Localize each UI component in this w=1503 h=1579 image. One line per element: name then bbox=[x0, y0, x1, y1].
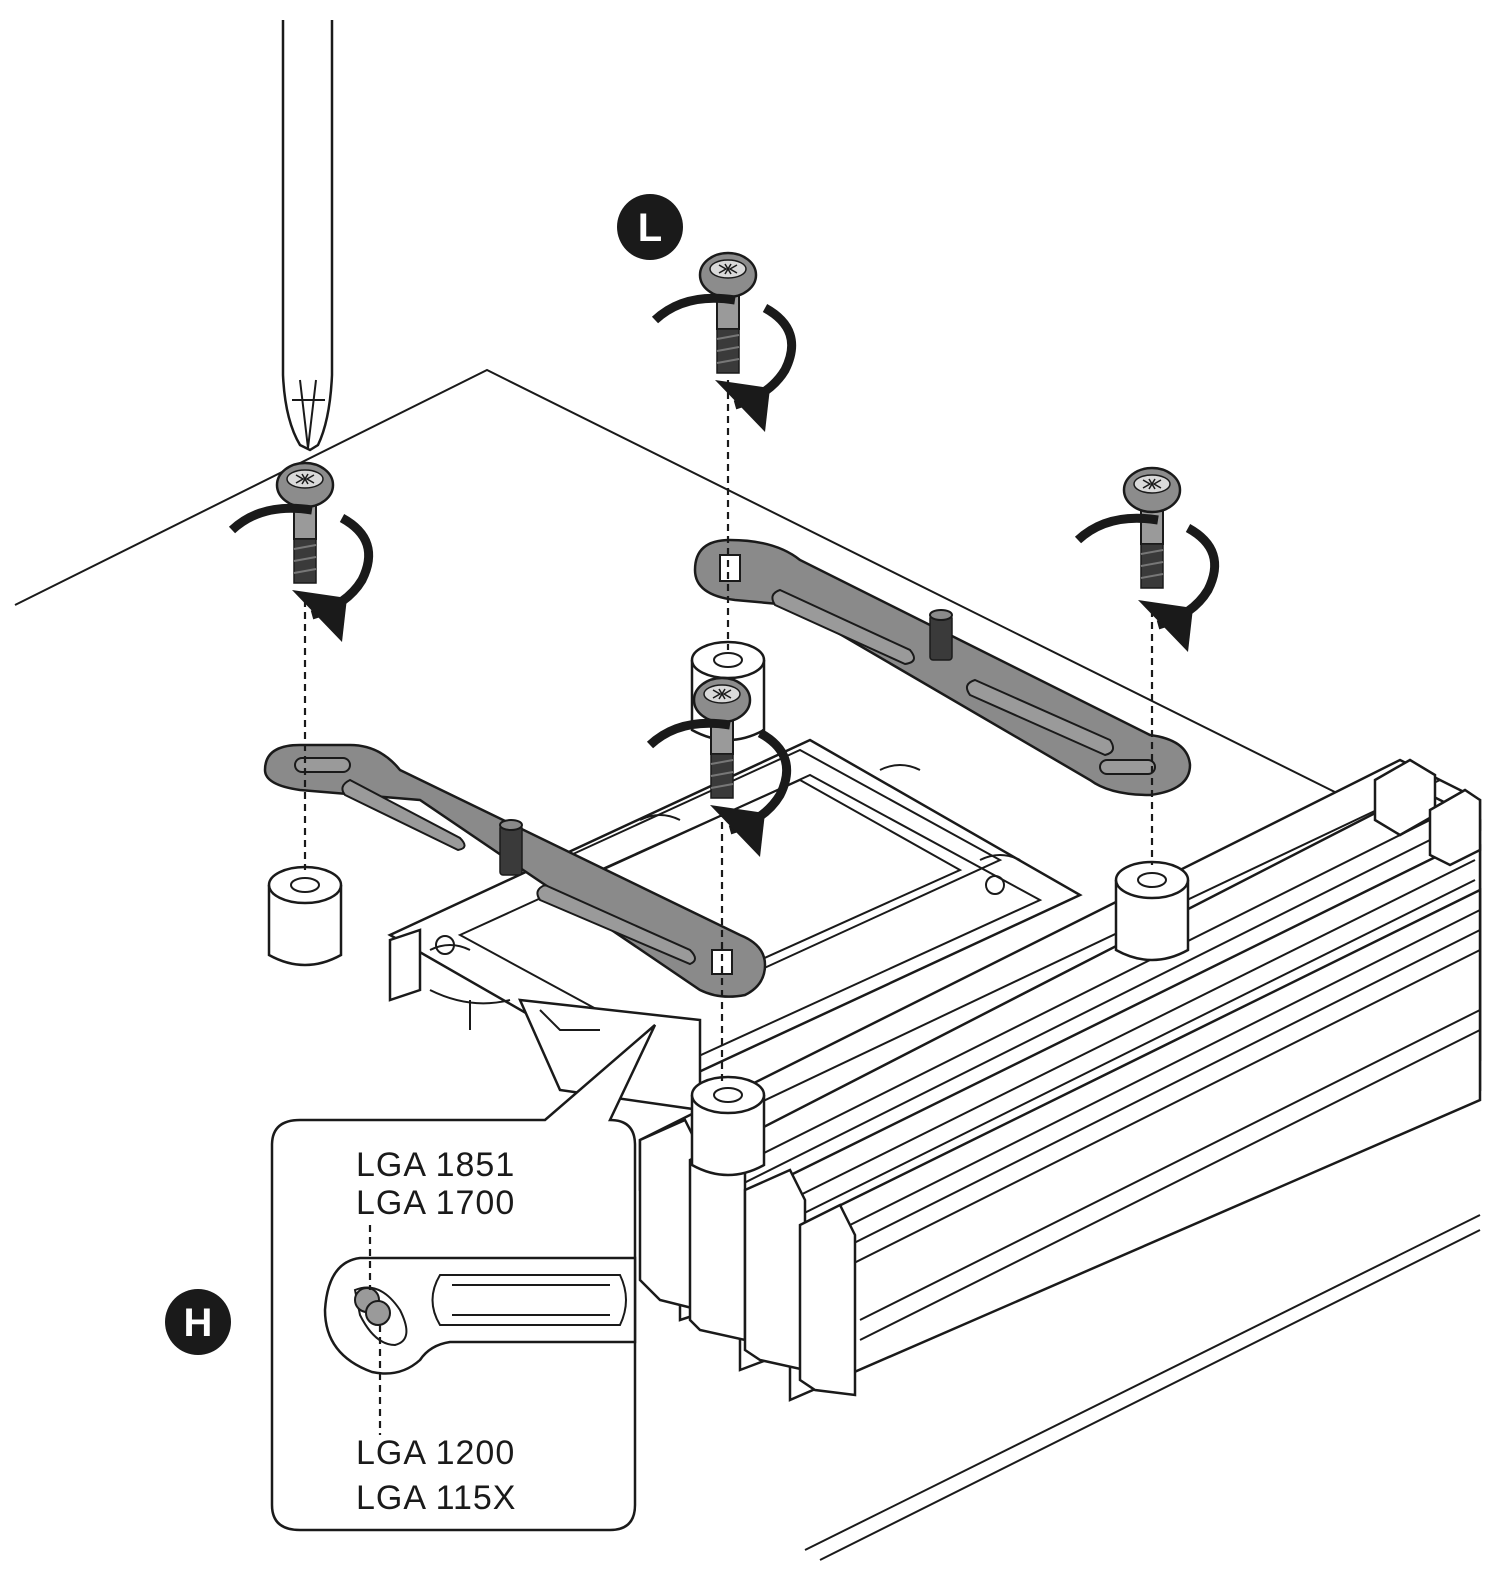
screwdriver-icon bbox=[281, 20, 334, 452]
torx-screw-icon bbox=[698, 251, 758, 375]
ram-slots bbox=[638, 758, 1482, 1402]
svg-text:H: H bbox=[184, 1301, 213, 1345]
mounting-stud bbox=[929, 609, 953, 661]
motherboard-edge bbox=[14, 368, 1481, 1561]
svg-text:L: L bbox=[638, 206, 662, 250]
mounting-stud bbox=[499, 819, 523, 876]
torx-screw-icon bbox=[1122, 466, 1182, 590]
label-lga-1200: LGA 1200 bbox=[356, 1434, 515, 1472]
torx-screw-icon bbox=[275, 461, 335, 585]
ram-latch bbox=[638, 758, 1482, 1397]
mounting-bar-left bbox=[263, 743, 767, 998]
callout-inset: LGA 1851 LGA 1700 LGA 1200 LGA 115X bbox=[270, 1024, 657, 1532]
ram-slot bbox=[788, 887, 1482, 1402]
label-lga-1700: LGA 1700 bbox=[356, 1184, 515, 1222]
step-badge-h: H bbox=[165, 1289, 231, 1355]
alignment-lines bbox=[303, 380, 1154, 1085]
label-lga-1851: LGA 1851 bbox=[356, 1146, 515, 1184]
standoff bbox=[1114, 860, 1190, 962]
step-badge-l: L bbox=[617, 194, 683, 260]
label-lga-115x: LGA 115X bbox=[356, 1479, 517, 1517]
mounting-bar-right bbox=[693, 538, 1192, 797]
standoff bbox=[690, 1075, 766, 1177]
standoff bbox=[267, 865, 343, 967]
